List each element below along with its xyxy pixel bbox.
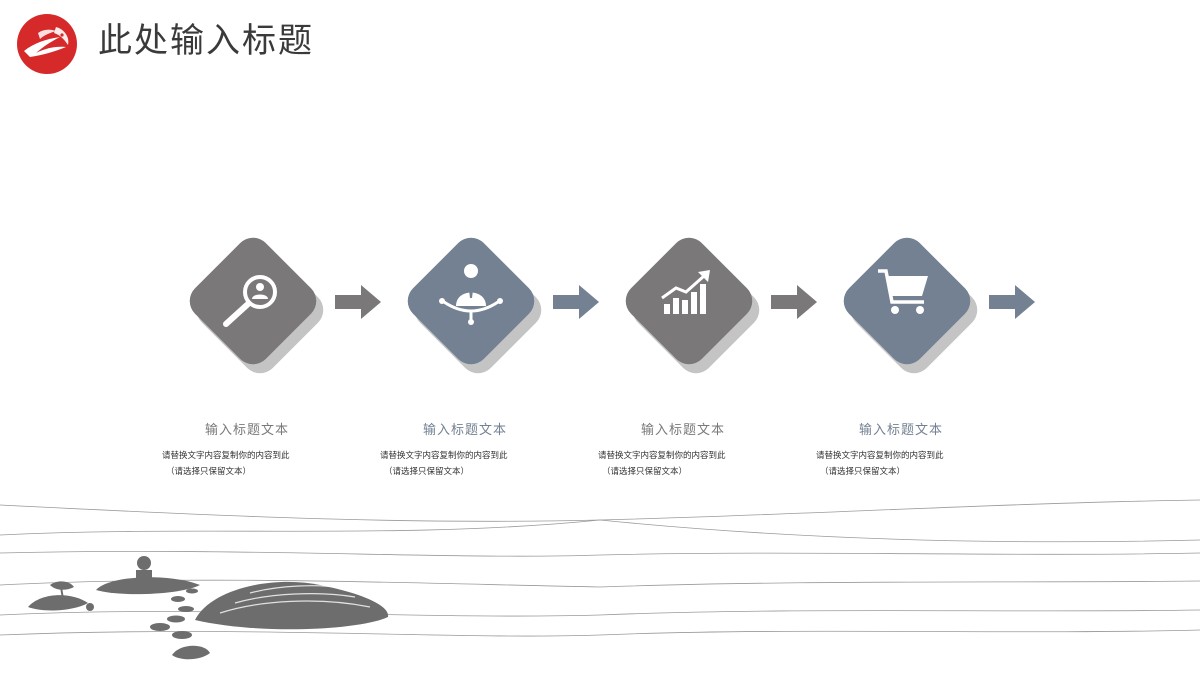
right-arrow-icon: [553, 285, 599, 319]
step-1-diamond: [168, 228, 338, 388]
right-arrow-icon: [989, 285, 1035, 319]
step-description: 请替换文字内容复制你的内容到此 （请选择只保留文本）: [598, 451, 726, 477]
person-presenter-icon: [439, 264, 503, 325]
step-description: 请替换文字内容复制你的内容到此 （请选择只保留文本）: [816, 451, 944, 477]
right-arrow-icon: [335, 285, 381, 319]
growth-chart-icon: [661, 270, 710, 314]
step-title: 输入标题文本: [858, 423, 943, 438]
ink-landscape-illustration: [0, 499, 1200, 660]
step-4-diamond: [822, 228, 992, 388]
step-2-diamond: [386, 228, 556, 388]
step-3-caption: 输入标题文本 请替换文字内容复制你的内容到此 （请选择只保留文本）: [598, 422, 818, 480]
step-2-caption: 输入标题文本 请替换文字内容复制你的内容到此 （请选择只保留文本）: [380, 422, 600, 480]
magnifier-person-icon: [223, 275, 277, 327]
step-title: 输入标题文本: [422, 423, 507, 438]
step-description: 请替换文字内容复制你的内容到此 （请选择只保留文本）: [162, 451, 290, 477]
shopping-cart-icon: [878, 269, 928, 314]
step-title: 输入标题文本: [640, 423, 725, 438]
step-4-caption: 输入标题文本 请替换文字内容复制你的内容到此 （请选择只保留文本）: [816, 422, 1036, 480]
step-title: 输入标题文本: [204, 423, 289, 438]
page-title: 此处输入标题: [98, 21, 314, 61]
step-1-caption: 输入标题文本 请替换文字内容复制你的内容到此 （请选择只保留文本）: [162, 422, 382, 480]
step-description: 请替换文字内容复制你的内容到此 （请选择只保留文本）: [380, 451, 508, 477]
right-arrow-icon: [771, 285, 817, 319]
crane-logo: [17, 14, 77, 74]
step-3-diamond: [604, 228, 774, 388]
